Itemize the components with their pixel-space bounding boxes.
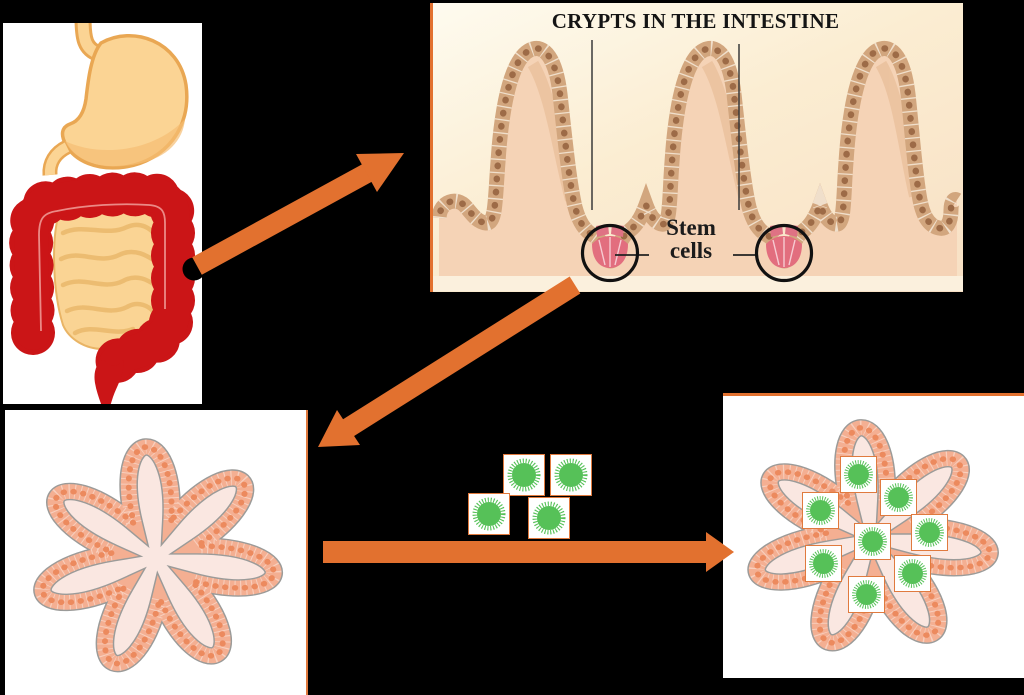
virus-particle-icon — [528, 497, 570, 539]
virus-particle-icon — [848, 576, 885, 613]
virus-particle-icon — [802, 492, 839, 529]
digestive-system-panel — [3, 23, 202, 404]
virus-particle-icon — [894, 555, 931, 592]
arrow-crypts-to-organoid — [318, 276, 581, 447]
virus-particle-icon — [840, 456, 877, 493]
organoid-illustration — [33, 438, 283, 673]
virus-particle-icon — [550, 454, 592, 496]
crypts-title: CRYPTS IN THE INTESTINE — [551, 9, 840, 33]
organoid-panel — [5, 410, 308, 695]
large-intestine-icon — [8, 172, 195, 404]
stomach-icon — [42, 34, 189, 176]
virus-particle-icon — [805, 545, 842, 582]
crypts-panel: CRYPTS IN THE INTESTINE Stem cells — [430, 3, 963, 292]
stem-cells-circle-left — [580, 223, 640, 283]
virus-particle-icon — [503, 454, 545, 496]
stem-cells-icon-right — [766, 224, 802, 268]
stem-cells-icon-left — [592, 224, 628, 268]
small-intestine-icon — [53, 205, 165, 351]
infected-organoid-panel — [723, 393, 1024, 678]
virus-particle-icon — [468, 493, 510, 535]
arrow-biopsy-to-crypts — [192, 153, 404, 275]
digestive-system-illustration — [8, 23, 202, 404]
virus-particle-icon — [911, 514, 948, 551]
epithelium-cells-icon — [433, 41, 962, 269]
stem-cells-label: Stem cells — [666, 215, 716, 264]
virus-particle-icon — [854, 523, 891, 560]
rectum-icon — [94, 359, 124, 404]
virus-particle-icon — [880, 479, 917, 516]
stem-cells-circle-right — [754, 223, 814, 283]
